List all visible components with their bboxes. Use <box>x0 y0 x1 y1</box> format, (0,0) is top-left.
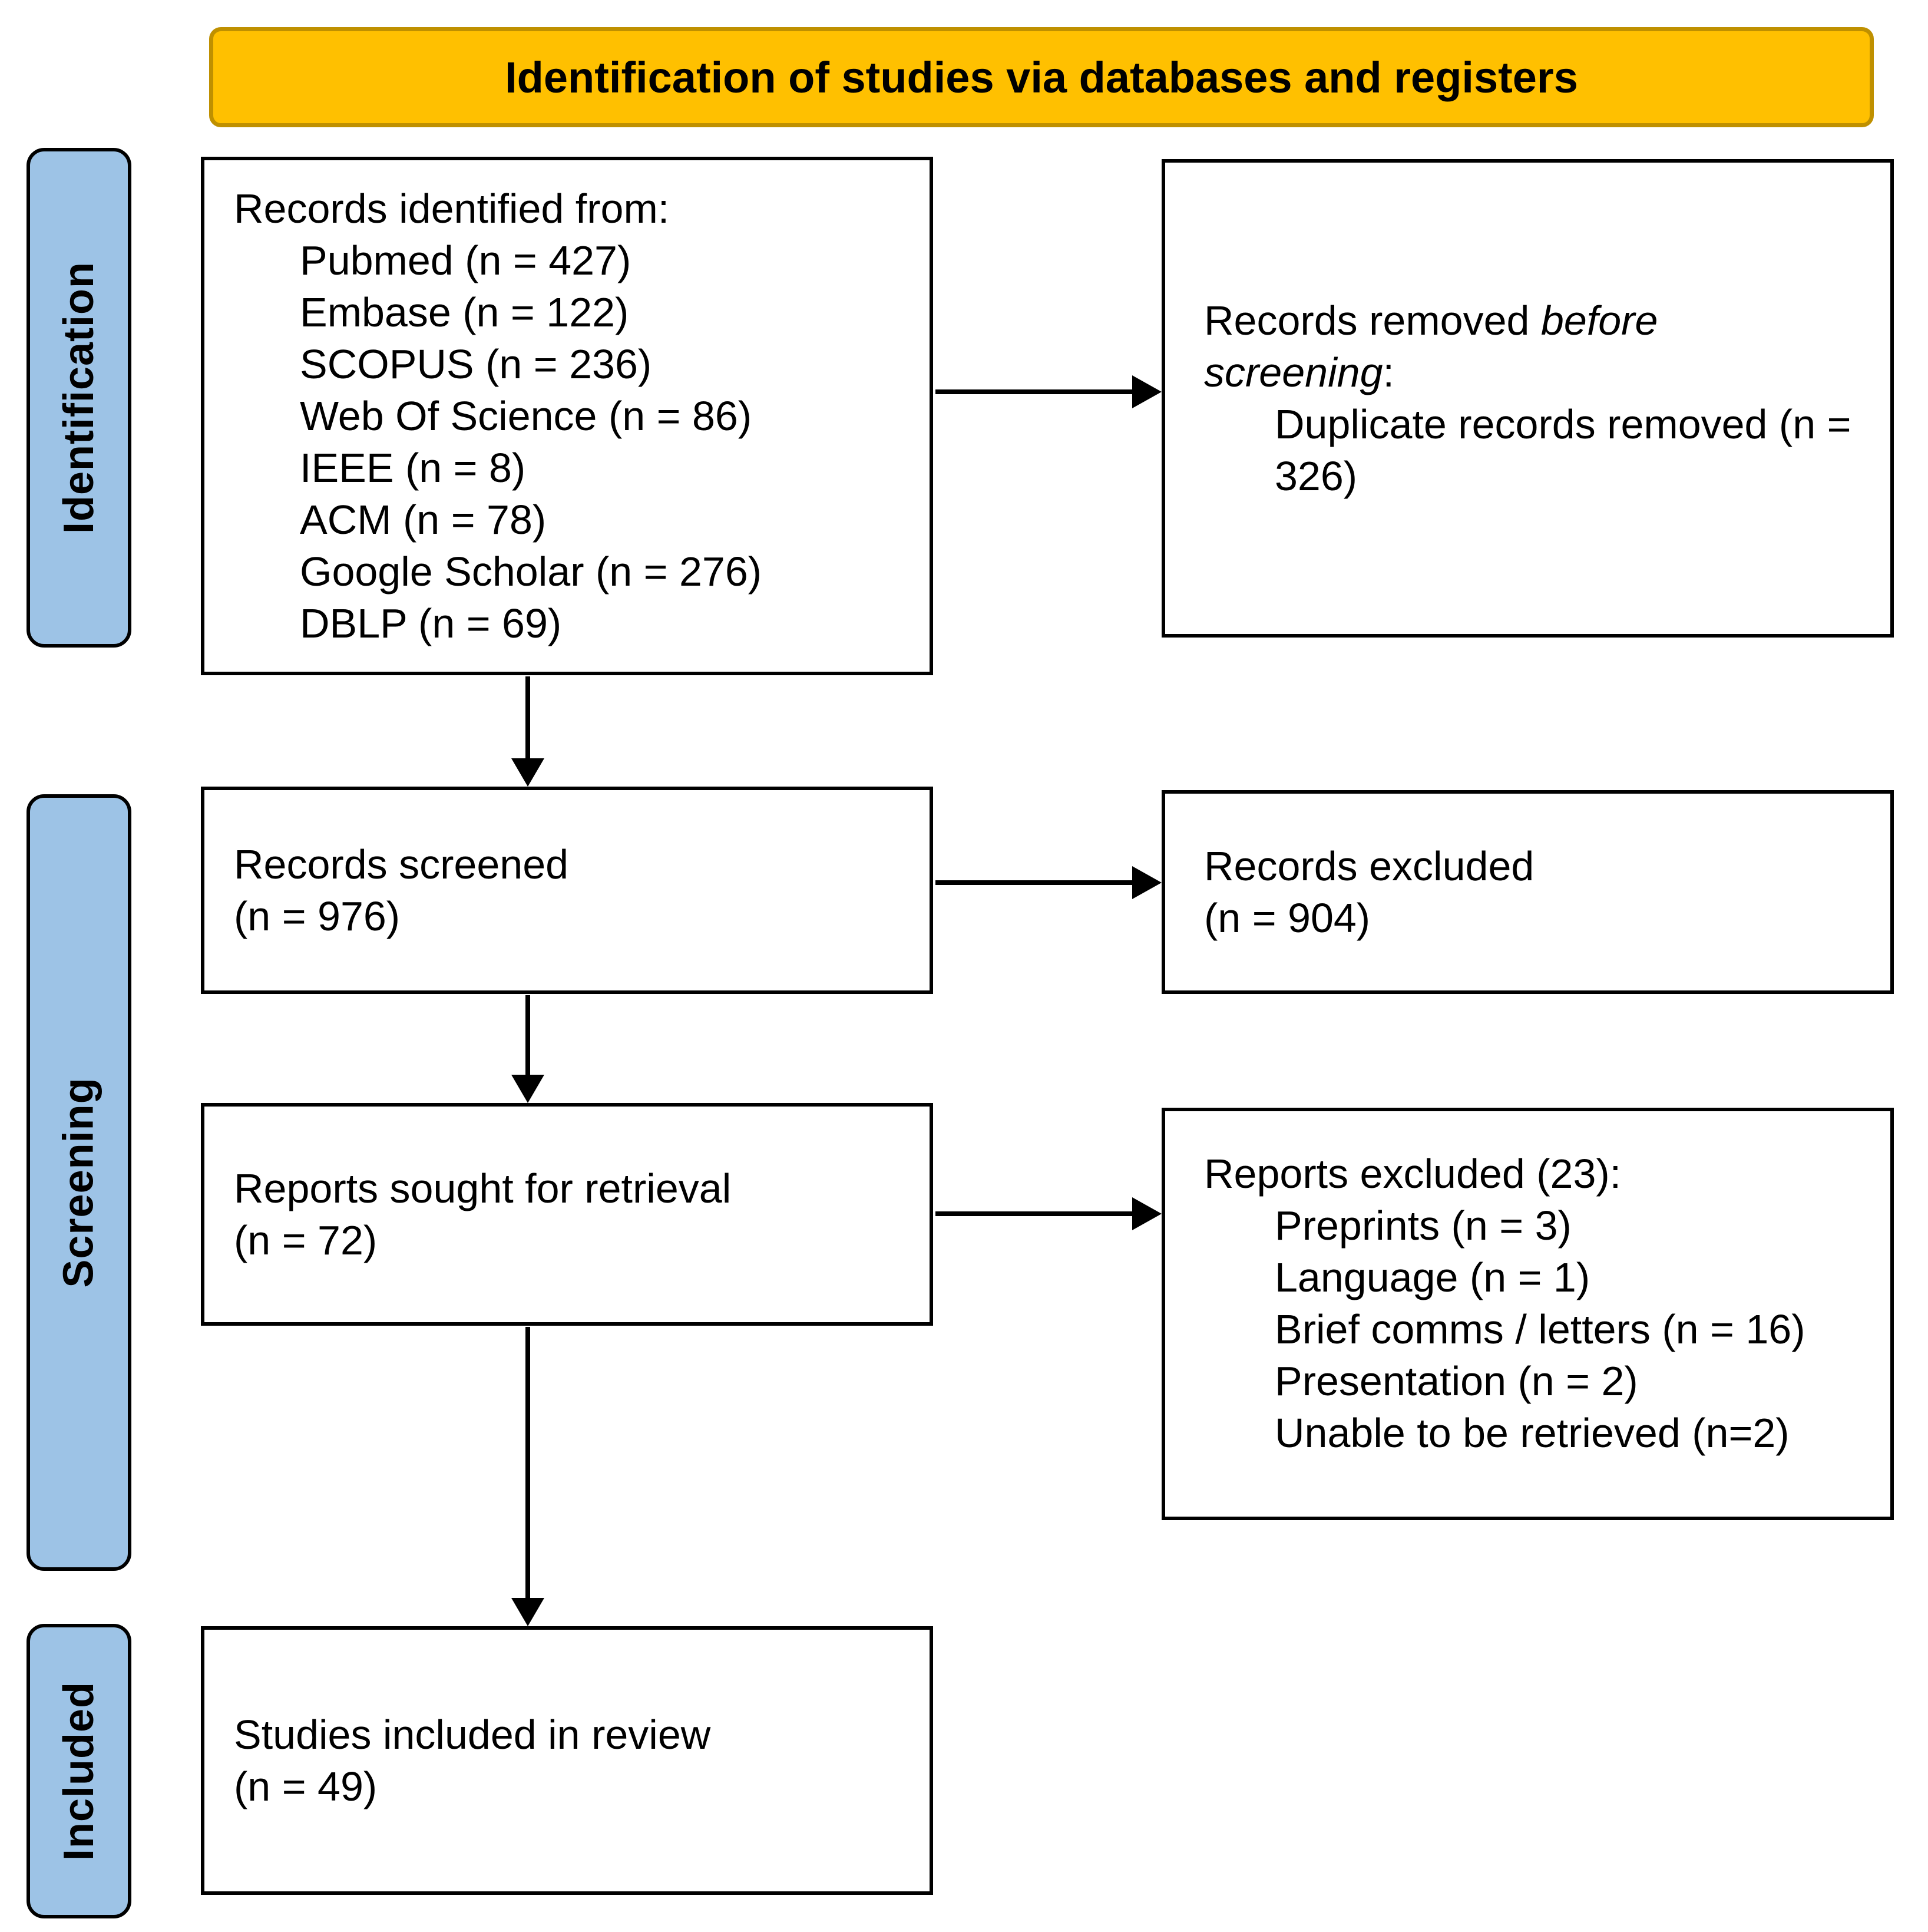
sidebar-identification: Identification <box>27 148 131 648</box>
exclusion-reason: Unable to be retrieved (n=2) <box>1275 1410 1790 1456</box>
box-reports-excluded: Reports excluded (23): Preprints (n = 3)… <box>1162 1108 1894 1520</box>
box-records-screened: Records screened (n = 976) <box>201 787 933 994</box>
records-removed-detail: Duplicate records removed (n = 326) <box>1275 401 1851 499</box>
box-reports-sought: Reports sought for retrieval (n = 72) <box>201 1103 933 1326</box>
records-removed-italic: before screening <box>1204 298 1658 395</box>
source-item: IEEE (n = 8) <box>300 445 526 491</box>
reports-sought-line2: (n = 72) <box>234 1217 378 1263</box>
exclusion-reason: Presentation (n = 2) <box>1275 1358 1638 1404</box>
records-identified-heading: Records identified from: <box>234 186 670 232</box>
sidebar-screening: Screening <box>27 794 131 1571</box>
arrow-identified-to-removed <box>935 375 1162 408</box>
arrow-screened-to-sought <box>511 995 544 1103</box>
box-records-excluded: Records excluded (n = 904) <box>1162 790 1894 994</box>
records-removed-suffix: : <box>1383 349 1394 395</box>
source-item: ACM (n = 78) <box>300 497 547 543</box>
exclusion-reason: Language (n = 1) <box>1275 1254 1590 1300</box>
reports-excluded-heading: Reports excluded (23): <box>1204 1151 1622 1197</box>
source-item: Google Scholar (n = 276) <box>300 549 762 595</box>
reports-sought-line1: Reports sought for retrieval <box>234 1165 732 1211</box>
box-records-removed: Records removed before screening: Duplic… <box>1162 159 1894 638</box>
source-item: Web Of Science (n = 86) <box>300 393 752 439</box>
source-item: Pubmed (n = 427) <box>300 237 631 283</box>
arrow-identified-to-screened <box>511 676 544 787</box>
arrow-sought-to-included <box>511 1327 544 1626</box>
studies-included-line1: Studies included in review <box>234 1712 711 1758</box>
records-screened-line2: (n = 976) <box>234 893 401 939</box>
arrow-sought-to-reports-excluded <box>935 1197 1162 1230</box>
source-item: SCOPUS (n = 236) <box>300 341 652 387</box>
sidebar-included: Included <box>27 1624 131 1918</box>
studies-included-line2: (n = 49) <box>234 1763 378 1809</box>
records-excluded-line2: (n = 904) <box>1204 895 1371 941</box>
records-removed-prefix: Records removed <box>1204 298 1541 344</box>
arrow-screened-to-excluded <box>935 866 1162 899</box>
banner-title: Identification of studies via databases … <box>505 52 1578 102</box>
sidebar-screening-label: Screening <box>55 1077 102 1288</box>
sidebar-identification-label: Identification <box>55 262 102 534</box>
box-records-identified: Records identified from: Pubmed (n = 427… <box>201 157 933 675</box>
records-excluded-line1: Records excluded <box>1204 843 1535 889</box>
exclusion-reason: Preprints (n = 3) <box>1275 1203 1572 1249</box>
banner: Identification of studies via databases … <box>209 27 1874 127</box>
records-removed-heading: Records removed before screening: <box>1204 295 1770 398</box>
records-screened-line1: Records screened <box>234 841 569 887</box>
source-item: DBLP (n = 69) <box>300 600 562 646</box>
box-studies-included: Studies included in review (n = 49) <box>201 1626 933 1895</box>
exclusion-reason: Brief comms / letters (n = 16) <box>1275 1306 1805 1352</box>
source-item: Embase (n = 122) <box>300 289 629 335</box>
sidebar-included-label: Included <box>55 1681 103 1861</box>
